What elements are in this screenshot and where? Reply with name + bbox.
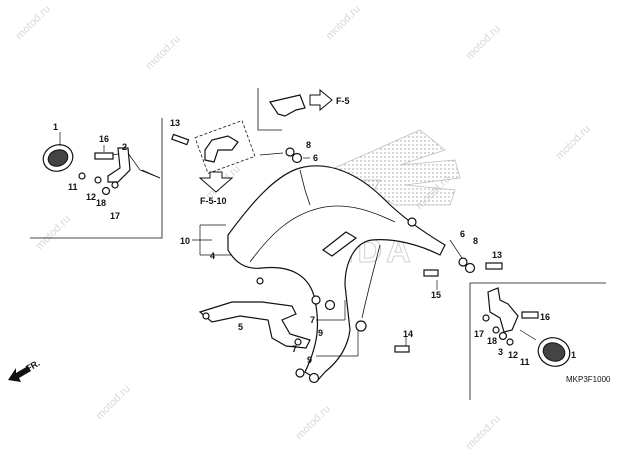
- f5-inset: F-5: [257, 88, 350, 131]
- callout-16-right: 16: [540, 312, 550, 322]
- svg-text:motod.ru: motod.ru: [34, 213, 73, 252]
- callout-13-top: 13: [170, 118, 180, 128]
- front-fender: [227, 165, 446, 381]
- fender-callout-bracket: [141, 169, 232, 256]
- reflector-bracket-left: [107, 147, 131, 183]
- callout-10: 10: [180, 236, 190, 246]
- callout-6-right: 6: [460, 229, 465, 239]
- callout-11-left: 11: [68, 182, 78, 192]
- callout-18-left: 18: [96, 198, 106, 208]
- callout-18-right: 18: [487, 336, 497, 346]
- callout-13-right: 13: [492, 250, 502, 260]
- callout-7-bot: 7: [292, 344, 297, 354]
- fender-stay-bracket: [198, 301, 311, 349]
- svg-text:motod.ru: motod.ru: [14, 3, 53, 42]
- svg-text:motod.ru: motod.ru: [324, 3, 363, 42]
- callout-17-left: 17: [110, 211, 120, 221]
- callout-1-left: 1: [53, 122, 58, 132]
- callout-7-top: 7: [310, 315, 315, 325]
- svg-text:motod.ru: motod.ru: [464, 413, 503, 452]
- callout-5: 5: [238, 322, 243, 332]
- callout-6-top: 6: [313, 153, 318, 163]
- callout-12-right: 12: [508, 350, 518, 360]
- svg-text:motod.ru: motod.ru: [94, 383, 133, 422]
- callout-17-right: 17: [474, 329, 484, 339]
- callout-numbers: 1 16 2 11 12 18 17 13 8 6 10 4 6 8 13 15…: [53, 118, 576, 367]
- callout-8-right: 8: [473, 236, 478, 246]
- f5-bracket: [269, 94, 306, 117]
- right-detail-frame: [469, 282, 606, 400]
- svg-text:motod.ru: motod.ru: [294, 403, 333, 442]
- ref-f5: F-5: [336, 96, 350, 106]
- callout-2-left: 2: [122, 142, 127, 152]
- ref-f510: F-5-10: [200, 196, 227, 206]
- callout-1-right: 1: [571, 350, 576, 360]
- svg-text:motod.ru: motod.ru: [464, 23, 503, 62]
- left-detail-frame: [30, 118, 163, 239]
- callout-16-left: 16: [99, 134, 109, 144]
- fender-stay: [198, 301, 311, 349]
- svg-text:motod.ru: motod.ru: [144, 33, 183, 72]
- front-direction-arrow: FR.: [8, 358, 42, 382]
- callout-3: 3: [498, 347, 503, 357]
- top-bracket-assembly: [171, 120, 310, 174]
- left-reflector-assembly: [42, 132, 161, 196]
- svg-text:motod.ru: motod.ru: [554, 123, 593, 162]
- callout-12-left: 12: [86, 192, 96, 202]
- callout-11-right: 11: [520, 357, 530, 367]
- diagram-code: MKP3F1000: [566, 375, 611, 384]
- callout-14: 14: [403, 329, 413, 339]
- callout-9-top: 9: [318, 328, 323, 338]
- callout-9-bot: 9: [307, 355, 312, 365]
- reflector-bracket-right: [487, 287, 519, 333]
- callout-15: 15: [431, 290, 441, 300]
- direction-label: FR.: [24, 358, 42, 374]
- stay-bracket-top: [204, 135, 239, 163]
- fasteners-center: [295, 239, 503, 384]
- callout-4: 4: [210, 251, 215, 261]
- right-reflector-assembly: [482, 287, 571, 367]
- f510-ref: F-5-10: [198, 171, 234, 206]
- callout-8-top: 8: [306, 140, 311, 150]
